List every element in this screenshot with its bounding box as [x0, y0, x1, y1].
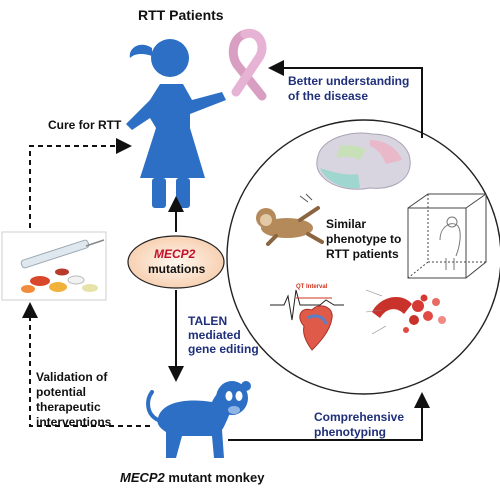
mutant-monkey-icon: [146, 381, 251, 458]
phenotyping-line1: Comprehensive: [314, 410, 405, 424]
arrow-cure-dashed: [29, 138, 132, 228]
brain-image: [316, 132, 411, 190]
phenotype-circle: [226, 119, 500, 395]
talen-line2: mediated: [188, 328, 241, 342]
talen-line1: TALEN: [188, 314, 228, 328]
title-rtt-patients: RTT Patients: [138, 7, 224, 23]
validation-line2: potential: [36, 385, 86, 399]
cage-monkey-image: [407, 193, 487, 279]
phenotyping-line2: phenotyping: [314, 425, 386, 439]
awareness-ribbon-icon: [228, 28, 267, 101]
mutation-oval: [127, 235, 225, 289]
monkey-caption: MECP2 mutant monkey: [120, 470, 264, 485]
arrow-circle-to-patient: [268, 60, 423, 138]
arrow-validation-dashed: [22, 302, 150, 427]
ecg-qt-label: QT Interval: [296, 284, 328, 290]
understanding-line2: of the disease: [288, 89, 369, 103]
blood-cells-image: [365, 289, 446, 335]
patient-figure-icon: [126, 39, 226, 208]
drug-pills-image: [1, 231, 107, 301]
monkey-caption-rest: mutant monkey: [164, 470, 265, 485]
ecg-heart-image: [270, 289, 344, 351]
validation-line1: Validation of: [36, 370, 108, 384]
monkey-caption-gene: MECP2: [120, 470, 165, 485]
similar-line1: Similar: [326, 217, 367, 231]
arrow-monkey-to-circle: [228, 392, 430, 441]
similar-line2: phenotype to: [326, 232, 402, 246]
cure-label: Cure for RTT: [48, 118, 122, 132]
talen-line3: gene editing: [188, 342, 259, 356]
mutation-gene: MECP2: [154, 247, 196, 261]
lying-monkey-image: [256, 193, 324, 246]
mutation-word: mutations: [148, 262, 206, 276]
validation-line3: therapeutic: [36, 400, 101, 414]
understanding-line1: Better understanding: [288, 74, 410, 88]
similar-line3: RTT patients: [326, 247, 399, 261]
validation-line4: interventions: [36, 415, 112, 429]
